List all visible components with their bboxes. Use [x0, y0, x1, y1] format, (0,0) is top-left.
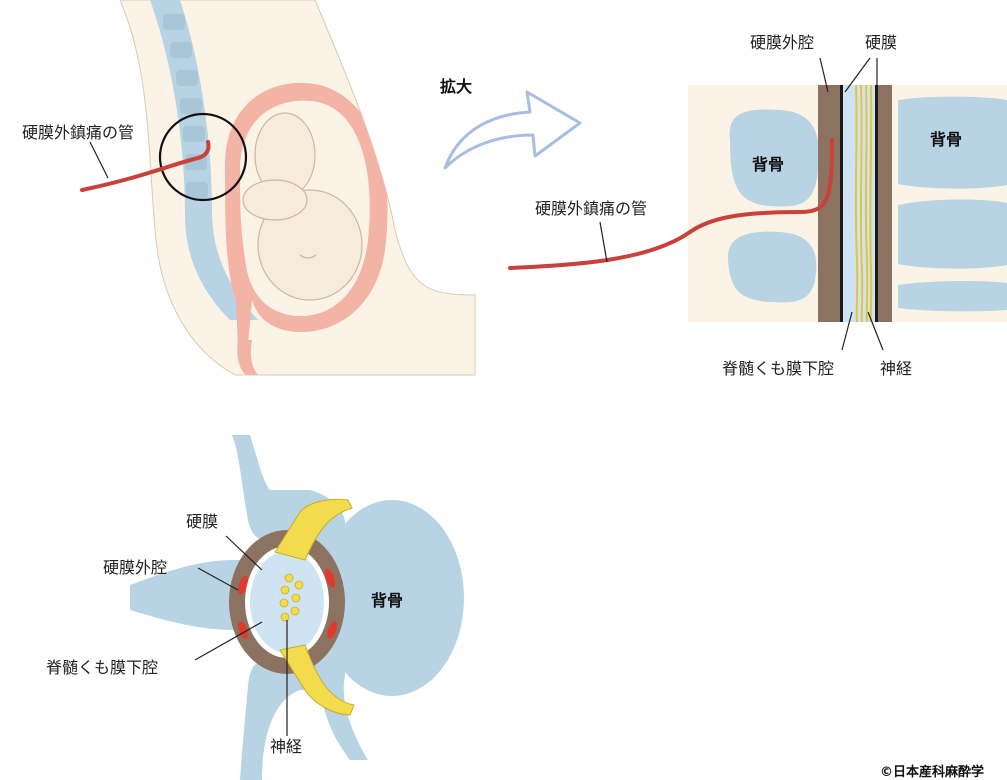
dura-cs-label: 硬膜 [186, 512, 218, 531]
body-illustration: 硬膜外鎮痛の管 [22, 0, 475, 375]
epidural-layer-right [878, 85, 892, 322]
catheter-detail-leader [600, 222, 607, 262]
catheter-detail-label: 硬膜外鎮痛の管 [535, 199, 647, 218]
magnify-arrow-shape [445, 92, 580, 168]
subarachnoid-cs-label: 脊髄くも膜下腔 [46, 658, 158, 677]
dura-label: 硬膜 [865, 33, 897, 52]
vertebra-right-label: 背骨 [930, 130, 962, 149]
cross-section: 硬膜 硬膜外腔 脊髄くも膜下腔 背骨 神経 [46, 435, 464, 780]
magnified-detail: 硬膜外腔 硬膜 背骨 背骨 硬膜外鎮痛の管 脊髄くも膜下腔 神経 [510, 33, 1007, 378]
nerve-cs-label: 神経 [270, 737, 302, 756]
vertebra-left-label: 背骨 [752, 155, 784, 174]
vertebra-left-lower [728, 232, 816, 303]
nerve-label: 神経 [880, 359, 912, 378]
subarachnoid-label: 脊髄くも膜下腔 [722, 359, 834, 378]
epidural-cs-label: 硬膜外腔 [103, 558, 167, 577]
vertebra-right-middle [898, 199, 1007, 268]
dura-line-right [875, 85, 878, 322]
vertebra-right-lower [898, 281, 1007, 311]
magnify-label: 拡大 [440, 77, 472, 96]
catheter-label: 硬膜外鎮痛の管 [22, 123, 134, 142]
credit-text: ©日本産科麻酔学 [880, 764, 984, 780]
catheter-leader-line [90, 142, 108, 178]
dura-line-left [840, 85, 843, 322]
magnify-arrow: 拡大 [440, 77, 580, 168]
vertebra-cs-label: 背骨 [371, 591, 403, 610]
epidural-space-label: 硬膜外腔 [750, 33, 814, 52]
